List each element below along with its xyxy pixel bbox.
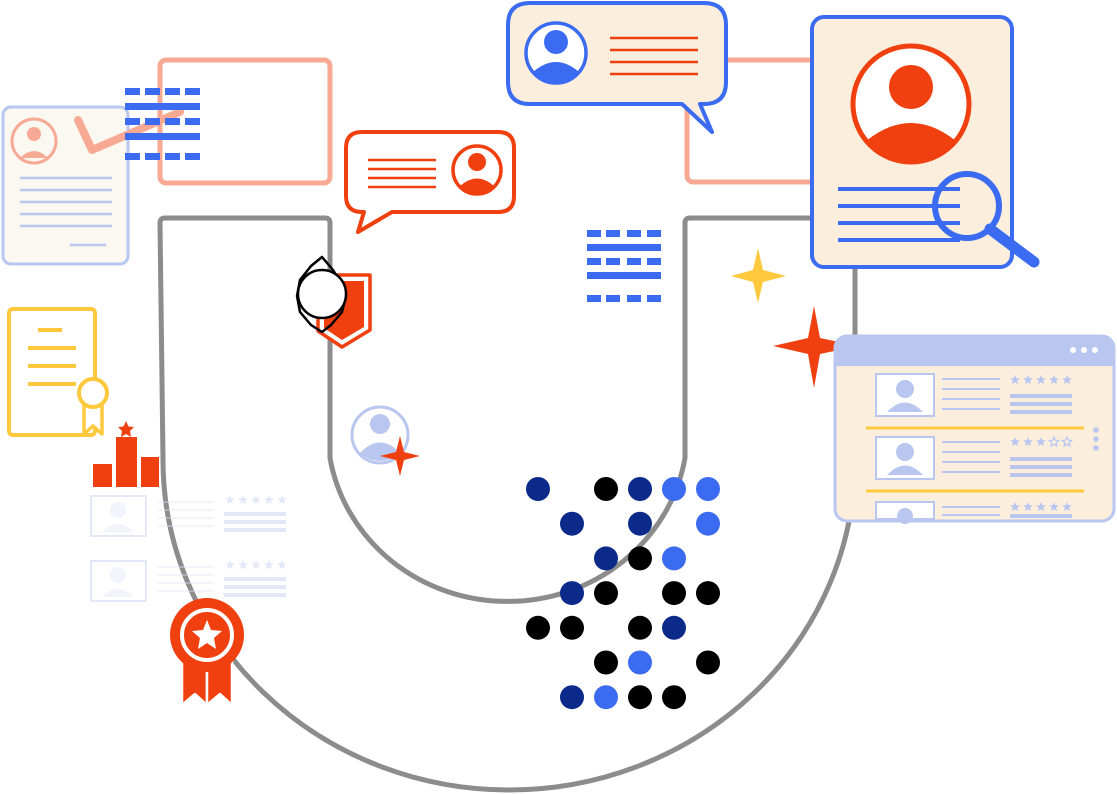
pattern-dot [526, 615, 550, 640]
star-filled-icon [1062, 502, 1072, 512]
star-filled-icon [1010, 502, 1020, 512]
resume-check-card-icon [1, 105, 184, 266]
shield-badge-icon [295, 255, 372, 349]
pattern-dot [526, 477, 550, 501]
dot-matrix-pattern [526, 477, 720, 710]
star-filled-icon [277, 495, 287, 505]
pattern-dot [594, 581, 618, 606]
star-filled-icon [251, 495, 261, 505]
star-filled-icon [238, 495, 248, 505]
list-item [875, 373, 1072, 417]
star-filled-icon [1036, 502, 1046, 512]
star-filled-icon [1062, 375, 1072, 385]
pattern-dot [662, 685, 686, 710]
candidate-listing-window-icon [833, 334, 1116, 524]
star-filled-icon [1010, 437, 1020, 447]
pattern-dot [560, 685, 584, 710]
star-filled-icon [1023, 375, 1033, 385]
star-filled-icon [1049, 375, 1059, 385]
striped-pattern [587, 230, 661, 302]
pattern-dot [662, 477, 686, 501]
list-item [875, 436, 1072, 480]
pattern-dot [628, 615, 652, 640]
ghost-candidate-rows [90, 495, 287, 602]
star-filled-icon [264, 495, 274, 505]
pattern-dot [628, 546, 652, 571]
pattern-dot [628, 477, 652, 501]
chat-bubble-profile-icon [506, 1, 728, 134]
pattern-dot [594, 650, 618, 675]
pattern-dot [696, 581, 720, 606]
star-empty-icon [1060, 435, 1074, 448]
pattern-dot [662, 581, 686, 606]
pattern-dot [662, 546, 686, 571]
star-filled-icon [1010, 375, 1020, 385]
list-item [875, 501, 1072, 524]
chat-bubble-profile-icon [344, 130, 516, 234]
pattern-dot [628, 511, 652, 536]
sparkle-icon [773, 306, 858, 388]
award-ribbon-icon [170, 598, 244, 707]
star-empty-icon [1047, 435, 1061, 448]
pattern-dot [696, 477, 720, 501]
star-filled-icon [1023, 437, 1033, 447]
sparkle-icon [731, 248, 786, 303]
star-filled-icon [251, 560, 261, 570]
list-item [90, 495, 286, 537]
pattern-dot [662, 615, 686, 640]
pattern-dot [628, 650, 652, 675]
striped-pattern [125, 88, 200, 160]
pattern-dot [594, 477, 618, 501]
certificate-icon [7, 307, 109, 437]
pattern-dot [560, 511, 584, 536]
star-filled-icon [238, 560, 248, 570]
pattern-dot [594, 685, 618, 710]
pattern-dot [696, 650, 720, 675]
pattern-dot [560, 615, 584, 640]
star-filled-icon [1036, 437, 1046, 447]
resume-search-icon [810, 15, 1040, 269]
star-filled-icon [1049, 502, 1059, 512]
star-filled-icon [225, 495, 235, 505]
pattern-dot [560, 581, 584, 606]
avatar [350, 405, 410, 465]
star-filled-icon [1023, 502, 1033, 512]
star-filled-icon [277, 560, 287, 570]
pattern-dot [696, 511, 720, 536]
magnet-outline [157, 215, 858, 793]
star-filled-icon [1036, 375, 1046, 385]
sparkle-icon [380, 436, 420, 476]
star-filled-icon [225, 560, 235, 570]
pattern-dot [594, 546, 618, 571]
bar-chart-icon [93, 421, 159, 487]
list-item [90, 560, 286, 602]
pattern-dot [628, 685, 652, 710]
star-filled-icon [264, 560, 274, 570]
